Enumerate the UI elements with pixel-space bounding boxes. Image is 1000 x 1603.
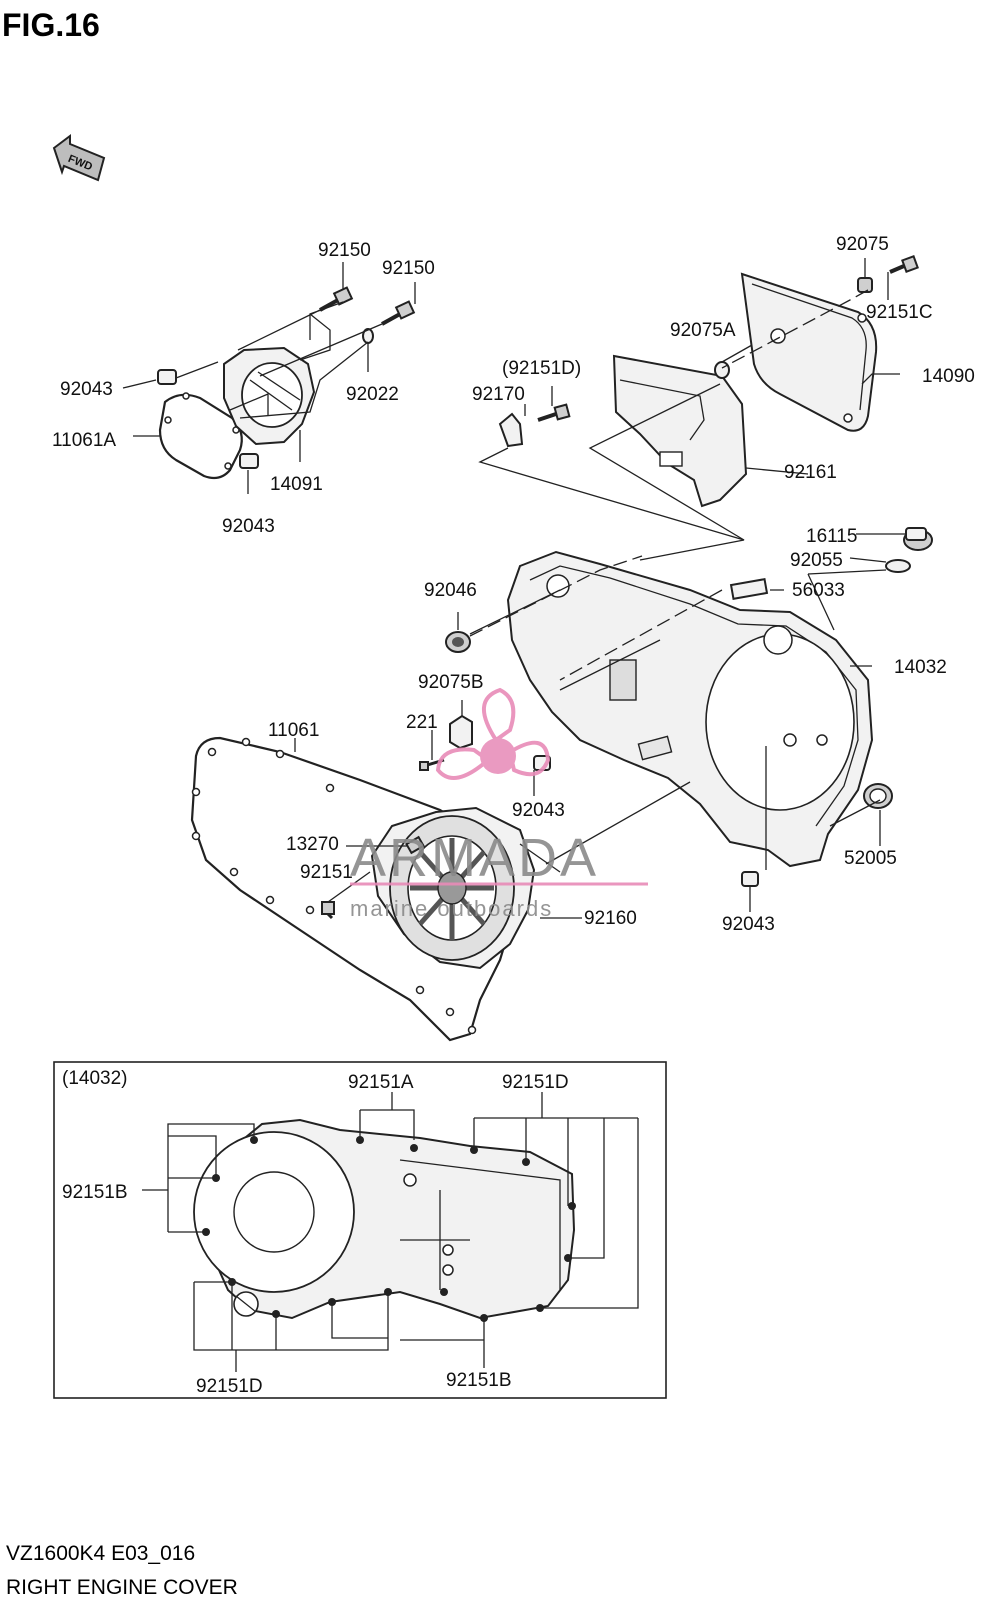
figure-title: FIG.16: [2, 7, 100, 43]
cover-14091: [223, 346, 316, 446]
figure-code: VZ1600K4 E03_016: [6, 1542, 195, 1565]
inset-ref: (14032): [62, 1068, 128, 1089]
inset-panel: (14032) 92151A 92151D 92151B 92151D 9215…: [53, 1061, 667, 1399]
inset-label-92151b-left: 92151B: [62, 1182, 128, 1203]
cap-16115: [903, 527, 933, 551]
label-92151c: 92151C: [866, 302, 933, 323]
label-56033: [729, 577, 769, 601]
label-92075b: 92075B: [418, 672, 484, 693]
dowel-92043-b: [239, 453, 259, 469]
fwd-arrow-icon: FWD: [52, 134, 106, 182]
part-labels: 92150 92150 92043 11061A 92022 14091 920…: [52, 234, 975, 935]
label-11061a: 11061A: [52, 430, 116, 451]
dowel-92043-d: [741, 871, 759, 887]
label-92151: 92151: [300, 862, 353, 883]
bolt-92151c: [889, 255, 919, 274]
label-92075: 92075: [836, 234, 889, 255]
inset-label-92151a: 92151A: [348, 1072, 414, 1093]
inset-label-92151d-top: 92151D: [502, 1072, 569, 1093]
bolt-92151d-paren: [537, 403, 571, 422]
label-92055: 92055: [790, 550, 843, 571]
label-13270: 13270: [286, 834, 339, 855]
bolt-92150-a: [319, 286, 354, 312]
label-92043-d: 92043: [722, 914, 775, 935]
watermark-brand: ARMADA: [350, 828, 599, 888]
label-92075a: 92075A: [670, 320, 736, 341]
gasket-11061a: [158, 392, 243, 480]
label-52005: 52005: [844, 848, 897, 869]
label-92043-a: 92043: [60, 379, 113, 400]
label-92022: 92022: [346, 384, 399, 405]
label-14090: 14090: [922, 366, 975, 387]
grommet-92075a: [714, 361, 730, 379]
label-92151d-paren: (92151D): [502, 358, 581, 379]
label-14032: 14032: [894, 657, 947, 678]
watermark-tagline: marine outboards: [350, 896, 553, 921]
clamp-92170: [498, 412, 524, 448]
inset-label-92151b-bottom: 92151B: [446, 1370, 512, 1391]
label-92170: 92170: [472, 384, 525, 405]
bearing-92046: [445, 631, 471, 653]
clamp-92075b: [449, 714, 473, 750]
bolt-92150-b: [381, 300, 416, 326]
label-16115: 16115: [806, 526, 857, 547]
label-92161: 92161: [784, 462, 837, 483]
figure-name: RIGHT ENGINE COVER: [6, 1576, 238, 1599]
oring-92055: [885, 559, 911, 573]
propeller-logo-icon: [435, 687, 551, 780]
dowel-92043-a: [157, 369, 177, 385]
inset-label-92151d-bottom: 92151D: [196, 1376, 263, 1397]
main-cover-14032: [506, 550, 874, 868]
label-14091: 14091: [270, 474, 323, 495]
label-92046: 92046: [424, 580, 477, 601]
label-92150-a: 92150: [318, 240, 371, 261]
label-11061: 11061: [268, 720, 319, 741]
cover-92160: [370, 806, 536, 970]
bolt-92151: [321, 901, 335, 920]
watermark: ARMADA marine outboards: [350, 687, 648, 921]
label-92043-c: 92043: [512, 800, 565, 821]
label-92043-b: 92043: [222, 516, 275, 537]
seal-52005: [863, 783, 893, 809]
cover-14090: [740, 272, 878, 432]
label-92160: 92160: [584, 908, 637, 929]
plate-92161: [612, 354, 748, 508]
label-56033: 56033: [792, 580, 845, 601]
label-92150-b: 92150: [382, 258, 435, 279]
label-221: 221: [406, 712, 438, 733]
grommet-92075: [857, 277, 873, 293]
